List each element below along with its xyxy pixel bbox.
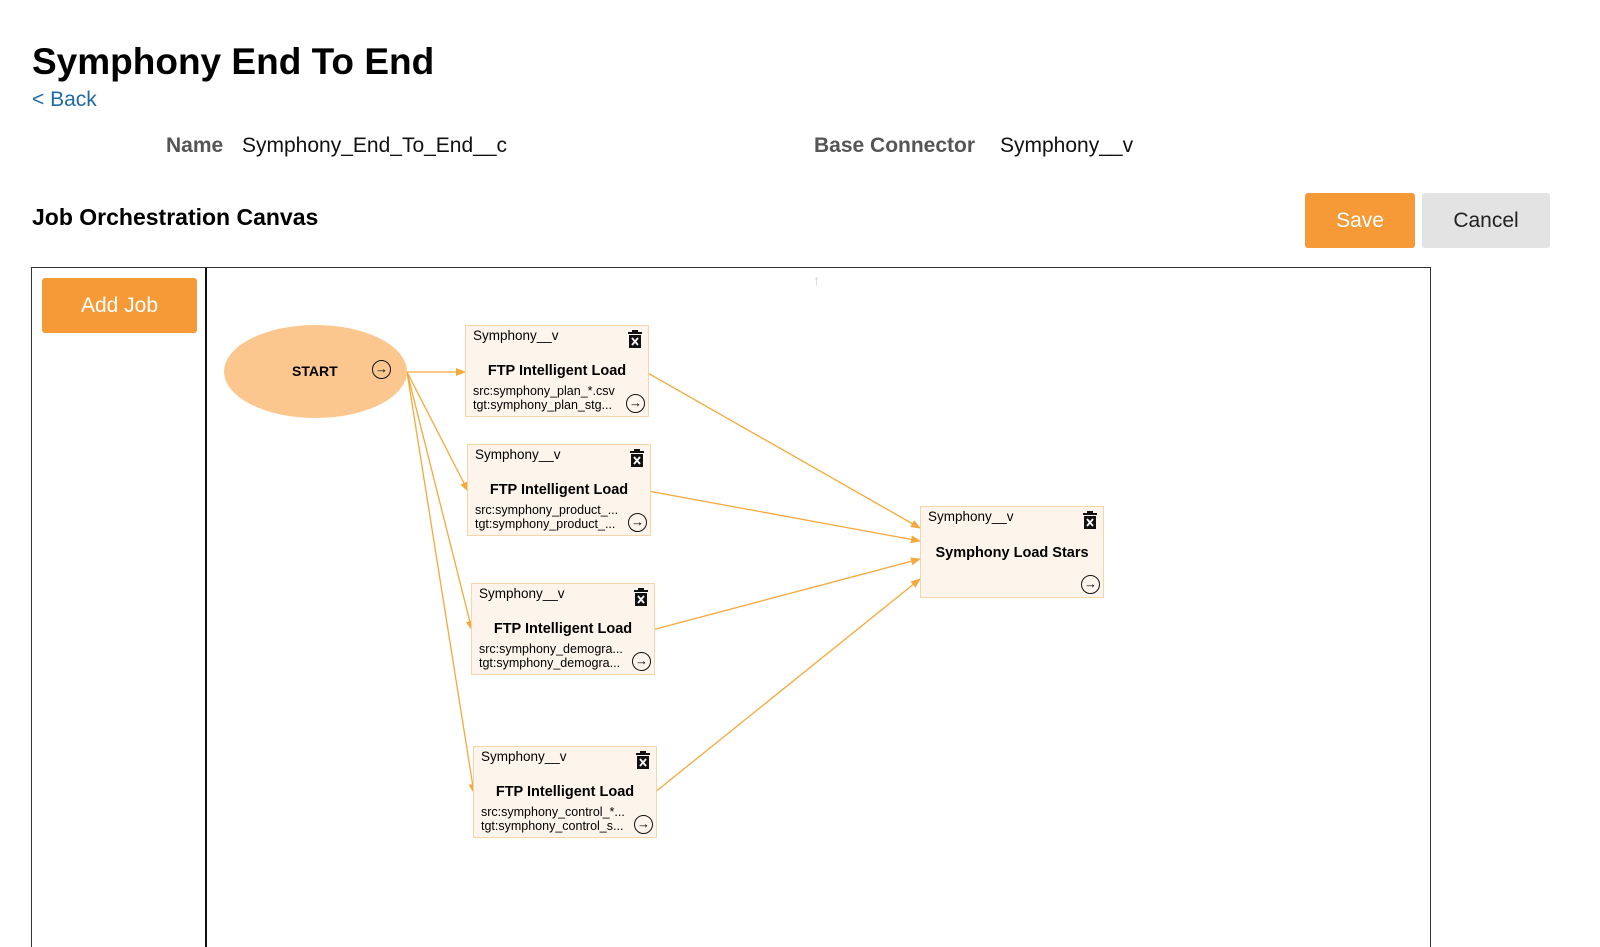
job-target: tgt:symphony_product_... [475, 517, 616, 531]
add-job-button[interactable]: Add Job [42, 278, 197, 333]
circle-arrow-right-icon[interactable]: → [632, 652, 651, 671]
job-connector: Symphony__v [473, 328, 559, 343]
job-connector: Symphony__v [928, 509, 1014, 524]
job-node[interactable]: Symphony__v FTP Intelligent Load src:sym… [471, 583, 655, 675]
job-name: FTP Intelligent Load [487, 363, 627, 379]
link-job2-final [647, 490, 921, 544]
job-node[interactable]: Symphony__v FTP Intelligent Load src:sym… [473, 746, 657, 838]
base-connector-label: Base Connector [814, 134, 976, 157]
job-name: Symphony Load Stars [935, 545, 1089, 561]
trash-icon[interactable] [630, 449, 644, 467]
link-start-job3 [406, 371, 474, 631]
job-connector: Symphony__v [479, 586, 565, 601]
circle-arrow-right-icon[interactable]: → [628, 513, 647, 532]
cancel-button[interactable]: Cancel [1422, 193, 1550, 248]
job-source: src:symphony_product_... [475, 503, 619, 517]
back-link[interactable]: < Back [32, 88, 97, 111]
link-start-job2 [406, 371, 469, 492]
job-node-load-stars[interactable]: Symphony__v Symphony Load Stars → [920, 506, 1104, 598]
start-label: START [292, 363, 338, 379]
job-name: FTP Intelligent Load [493, 621, 633, 637]
trash-icon[interactable] [636, 751, 650, 769]
link-start-job4 [406, 371, 477, 794]
job-node[interactable]: Symphony__v FTP Intelligent Load src:sym… [467, 444, 651, 536]
circle-arrow-right-icon[interactable]: → [626, 394, 645, 413]
job-connector: Symphony__v [475, 447, 561, 462]
link-job4-final [653, 578, 921, 794]
job-links [406, 368, 921, 794]
job-sidebar: Add Job [32, 268, 207, 947]
job-name: FTP Intelligent Load [495, 784, 635, 800]
name-value: Symphony_End_To_End__c [242, 134, 508, 157]
job-target: tgt:symphony_demogra... [479, 656, 621, 670]
job-source: src:symphony_demogra... [479, 642, 623, 656]
job-source: src:symphony_control_*... [481, 805, 625, 819]
canvas-section-title: Job Orchestration Canvas [32, 204, 319, 230]
name-label: Name [166, 134, 224, 157]
start-node[interactable]: START → [224, 325, 407, 418]
job-canvas[interactable]: ↑ START → Symphony__v FTP Intelligent Lo… [207, 268, 1430, 947]
job-connector: Symphony__v [481, 749, 567, 764]
job-target: tgt:symphony_control_s... [481, 819, 624, 833]
job-node[interactable]: Symphony__v FTP Intelligent Load src:sym… [465, 325, 649, 417]
circle-arrow-right-icon[interactable]: → [1081, 575, 1100, 594]
base-connector-value: Symphony__v [1000, 134, 1134, 157]
circle-arrow-right-icon[interactable]: → [634, 815, 653, 834]
save-button[interactable]: Save [1305, 193, 1415, 248]
job-target: tgt:symphony_plan_stg... [473, 398, 612, 412]
guide-up-arrow-icon: ↑ [813, 272, 820, 288]
orchestration-canvas-frame: Add Job ↑ START → [31, 267, 1431, 947]
job-name: FTP Intelligent Load [489, 482, 629, 498]
link-job1-final [645, 371, 921, 529]
trash-icon[interactable] [634, 588, 648, 606]
job-source: src:symphony_plan_*.csv [473, 384, 615, 398]
circle-arrow-right-icon[interactable]: → [372, 360, 391, 379]
trash-icon[interactable] [628, 330, 642, 348]
trash-icon[interactable] [1083, 511, 1097, 529]
page-title: Symphony End To End [32, 41, 435, 82]
link-job3-final [651, 557, 921, 631]
